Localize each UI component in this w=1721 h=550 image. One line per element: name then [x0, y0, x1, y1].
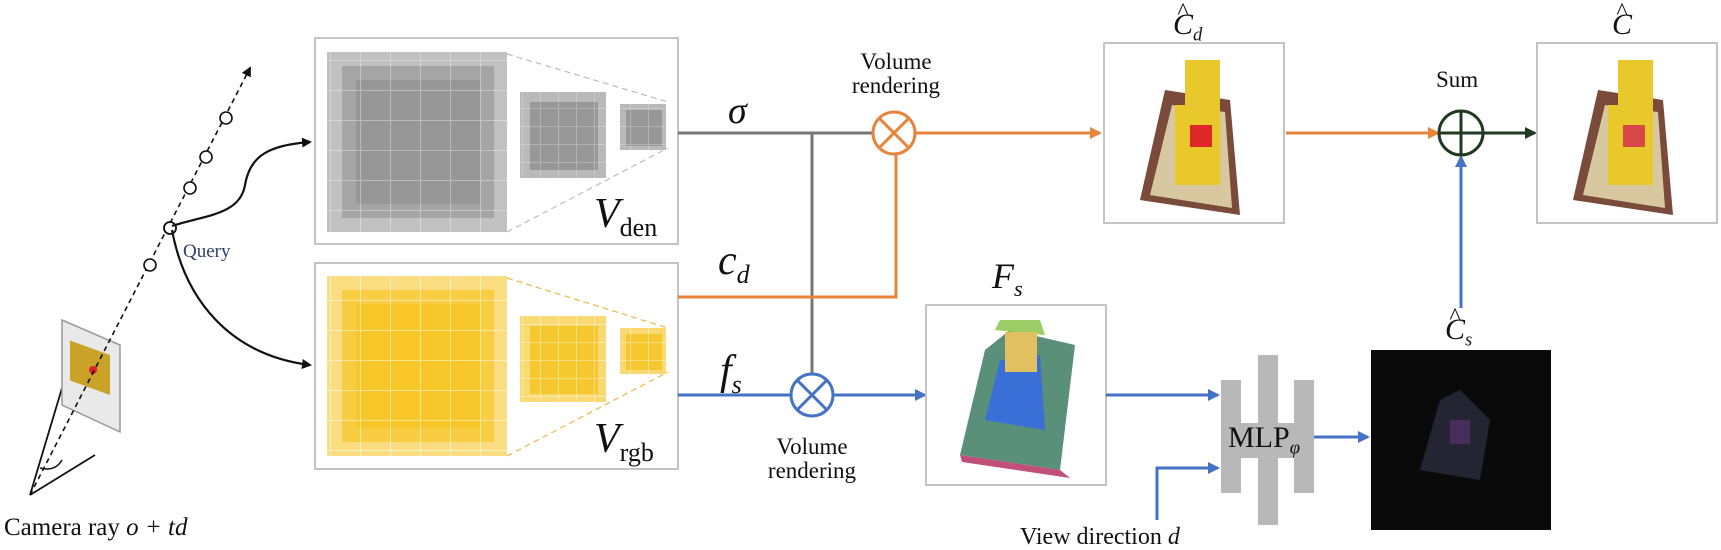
v-den-large-cube [327, 52, 507, 232]
cs-hat-label: Cs [1445, 305, 1473, 351]
camera-ray-math: o + td [126, 514, 188, 541]
volume-rendering-bottom-label: Volume rendering [752, 434, 872, 484]
sum-label: Sum [1436, 67, 1479, 92]
v-den-label: Vden [594, 193, 657, 241]
volume-rendering-top-label: Volume rendering [836, 49, 956, 99]
volume-rendering-top-op [871, 110, 917, 156]
mlp-label-sub: φ [1289, 437, 1300, 459]
fs-label-main: f [720, 348, 732, 394]
F-s-main: F [992, 256, 1014, 296]
view-direction-arrow [1155, 462, 1220, 520]
v-rgb-main: V [594, 416, 620, 462]
v-rgb-small-cube [620, 328, 666, 374]
volume-rendering-top-line1: Volume [860, 49, 932, 74]
camera-ray-text: Camera ray [4, 514, 120, 541]
cd-label-sub: d [736, 260, 750, 290]
view-direction-math: d [1167, 524, 1180, 550]
query-label: Query [183, 241, 231, 262]
volume-rendering-bottom-line2: rendering [767, 458, 857, 484]
view-direction-text: View direction [1020, 524, 1162, 550]
F-s-label: Fs [992, 258, 1023, 300]
v-den-sub: den [619, 213, 658, 243]
c-hat-main: C [1612, 0, 1632, 40]
query-to-vden-arrow [171, 137, 312, 228]
cd-label-main: c [718, 238, 737, 284]
cs-hat-sub: s [1465, 329, 1473, 351]
camera-ray-label: Camera ray o + td [4, 515, 187, 540]
query-to-vrgb-arrow [170, 229, 312, 369]
cd-render-image [1140, 60, 1240, 215]
v-den-small-cube [620, 104, 666, 150]
cd-label: cd [718, 240, 750, 288]
v-rgb-sub: rgb [619, 438, 654, 468]
sigma-label: σ [728, 90, 747, 132]
query-point [163, 221, 177, 235]
v-den-medium-cube [520, 92, 606, 178]
v-rgb-large-cube [327, 276, 507, 456]
mlp-label-main: MLP [1228, 421, 1290, 454]
view-direction-label: View direction d [1020, 525, 1180, 549]
cd-hat-label: Cd [1173, 0, 1203, 46]
camera-ray [29, 66, 251, 496]
camera-frustum [29, 387, 96, 496]
v-rgb-medium-cube [520, 316, 606, 402]
mlp-label: MLPφ [1226, 421, 1302, 459]
cs-hat-main: C [1445, 305, 1465, 345]
image-plane [61, 318, 121, 434]
fs-feature-image [960, 320, 1075, 478]
fs-label-sub: s [731, 370, 742, 400]
volume-rendering-top-line2: rendering [851, 73, 941, 99]
volume-rendering-bottom-op [789, 372, 835, 418]
fs-label: fs [720, 350, 742, 398]
cs-image-content [1420, 390, 1490, 480]
cd-line [678, 155, 898, 299]
sum-op [1437, 109, 1485, 157]
v-den-main: V [594, 191, 620, 237]
c-hat-label: C [1612, 0, 1632, 40]
cd-hat-sub: d [1193, 24, 1203, 46]
c-render-image [1573, 60, 1673, 215]
F-s-sub: s [1014, 275, 1023, 301]
cd-hat-main: C [1173, 0, 1193, 40]
volume-rendering-bottom-line1: Volume [776, 434, 848, 459]
v-rgb-label: Vrgb [594, 418, 654, 466]
